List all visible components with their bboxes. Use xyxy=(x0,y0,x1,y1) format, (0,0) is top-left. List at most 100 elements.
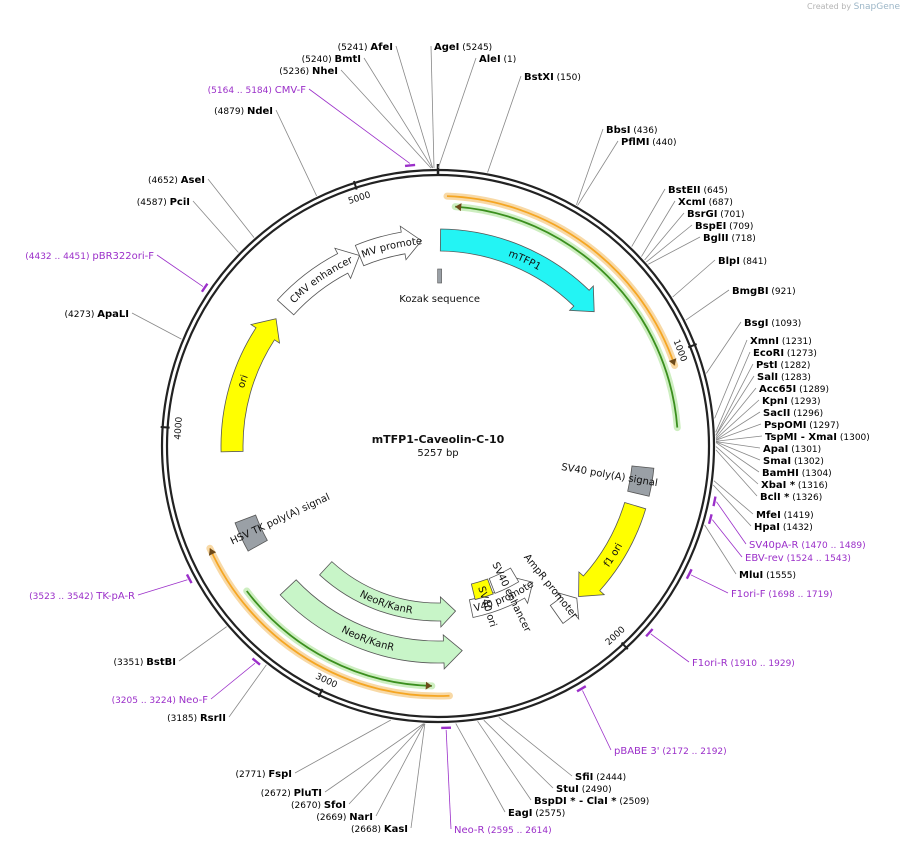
primer-label: pBABE 3' (2172 .. 2192) xyxy=(614,746,727,757)
cmv-promoter-arrow xyxy=(354,225,423,267)
primer-binding-mark xyxy=(712,496,717,507)
enzyme-name: KasI xyxy=(384,824,408,835)
enzyme-leader-line xyxy=(576,128,604,206)
enzyme-position: (1419) xyxy=(781,511,814,521)
enzyme-name: SmaI xyxy=(763,456,791,467)
enzyme-label: BclI * (1326) xyxy=(760,492,822,503)
enzyme-leader-line xyxy=(395,45,434,169)
enzyme-position: (440) xyxy=(649,138,676,148)
kozak-label: Kozak sequence xyxy=(399,294,480,305)
enzyme-position: (1555) xyxy=(763,571,796,581)
primer-range: (1524 .. 1543) xyxy=(784,554,851,564)
backbone-ring xyxy=(160,164,716,724)
enzyme-label: XcmI (687) xyxy=(678,197,733,208)
sv40-polya-label: SV40 poly(A) signal xyxy=(560,462,658,489)
enzyme-position: (2669) xyxy=(316,813,349,823)
primer-name: TK-pA-R xyxy=(95,591,135,602)
primer-leader-line xyxy=(650,633,690,663)
enzyme-leader-line xyxy=(131,312,182,340)
enzyme-position: (701) xyxy=(717,210,744,220)
enzyme-label: (3185) RsrII xyxy=(167,713,226,724)
enzyme-position: (2490) xyxy=(579,785,612,795)
primer-name: SV40pA-R xyxy=(749,540,798,551)
enzyme-label: (4273) ApaLI xyxy=(64,309,129,320)
primer-range: (2172 .. 2192) xyxy=(660,747,727,757)
enzyme-leader-line xyxy=(715,446,759,485)
enzyme-position: (1282) xyxy=(778,361,811,371)
enzyme-position: (2771) xyxy=(236,770,269,780)
primer-leader-line xyxy=(308,88,411,164)
primer-binding-mark xyxy=(645,628,654,638)
enzyme-position: (2575) xyxy=(532,809,565,819)
enzyme-name: SfiI xyxy=(575,772,593,783)
enzyme-name: BmtI xyxy=(334,54,361,65)
enzyme-label: (2771) FspI xyxy=(236,769,292,780)
primer-label: F1ori-R (1910 .. 1929) xyxy=(692,658,795,669)
enzyme-name: BbsI xyxy=(606,125,630,136)
primer-range: (1470 .. 1489) xyxy=(798,541,865,551)
enzyme-name: PciI xyxy=(170,197,190,208)
sv40-enhancer-arrow xyxy=(488,567,520,594)
primer-binding-mark xyxy=(576,685,587,693)
enzyme-leader-line xyxy=(715,351,751,433)
enzyme-position: (2444) xyxy=(593,773,626,783)
enzyme-name: KpnI xyxy=(762,396,788,407)
enzyme-name: XcmI xyxy=(678,197,706,208)
enzyme-position: (1316) xyxy=(795,481,828,491)
primer-label: (3205 .. 3224) Neo-F xyxy=(112,695,209,706)
primer-annotations: (5164 .. 5184) CMV-F(4432 .. 4451) pBR32… xyxy=(25,85,865,836)
enzyme-label: (5240) BmtI xyxy=(302,54,361,65)
enzyme-name: BsrGI xyxy=(687,209,717,220)
enzyme-position: (1296) xyxy=(790,409,823,419)
primer-name: pBR322ori-F xyxy=(92,251,154,262)
orf-line xyxy=(246,590,432,687)
enzyme-label: (2672) PluTI xyxy=(261,788,322,799)
enzyme-label: Acc65I (1289) xyxy=(759,384,829,395)
backbone-inner-strand xyxy=(165,173,711,719)
enzyme-name: BclI * xyxy=(760,492,790,503)
enzyme-leader-line xyxy=(712,484,752,527)
primer-label: (4432 .. 4451) pBR322ori-F xyxy=(25,251,154,262)
enzyme-label: (4652) AseI xyxy=(148,175,205,186)
ori-label: ori xyxy=(236,374,251,390)
enzyme-position: (4879) xyxy=(214,107,247,117)
enzyme-name: ApaI xyxy=(763,444,788,455)
enzyme-leader-line xyxy=(715,375,755,436)
enzyme-name: XbaI * xyxy=(761,480,796,491)
enzyme-name: BglII xyxy=(703,233,729,244)
enzyme-position: (3351) xyxy=(114,658,147,668)
enzyme-label: (5236) NheI xyxy=(279,66,338,77)
snapgene-credit: Created by SnapGene xyxy=(807,2,900,12)
enzyme-label: BsgI (1093) xyxy=(744,318,801,329)
enzyme-label: PstI (1282) xyxy=(756,360,810,371)
enzyme-name: PspOMI xyxy=(764,420,806,431)
primer-binding-mark xyxy=(251,657,261,666)
primer-leader-line xyxy=(445,729,452,830)
enzyme-label: BstEII (645) xyxy=(668,185,728,196)
neor-kanr-outer-arrow xyxy=(279,579,463,670)
enzyme-position: (1297) xyxy=(806,421,839,431)
enzyme-name: BstEII xyxy=(668,185,701,196)
enzyme-name: BamHI xyxy=(762,468,799,479)
enzyme-leader-line xyxy=(715,363,754,436)
enzyme-name: MluI xyxy=(739,570,763,581)
enzyme-name: HpaI xyxy=(754,522,780,533)
enzyme-position: (2668) xyxy=(351,825,384,835)
enzyme-leader-line xyxy=(577,140,619,206)
enzyme-name: PstI xyxy=(756,360,778,371)
enzyme-leader-line xyxy=(363,57,433,169)
enzyme-position: (1301) xyxy=(788,445,821,455)
enzyme-leader-line xyxy=(477,720,532,801)
enzyme-label: StuI (2490) xyxy=(556,784,612,795)
enzyme-leader-line xyxy=(713,480,754,515)
enzyme-position: (4652) xyxy=(148,176,181,186)
enzyme-name: AleI xyxy=(479,54,501,65)
enzyme-name: EcoRI xyxy=(753,348,784,359)
scale-tick xyxy=(352,180,358,190)
enzyme-position: (4587) xyxy=(137,198,170,208)
enzyme-label: BstXI (150) xyxy=(524,72,581,83)
enzyme-name: TspMI - XmaI xyxy=(765,432,837,443)
enzyme-label: BamHI (1304) xyxy=(762,468,832,479)
primer-name: CMV-F xyxy=(275,85,306,96)
enzyme-name: Acc65I xyxy=(759,384,796,395)
